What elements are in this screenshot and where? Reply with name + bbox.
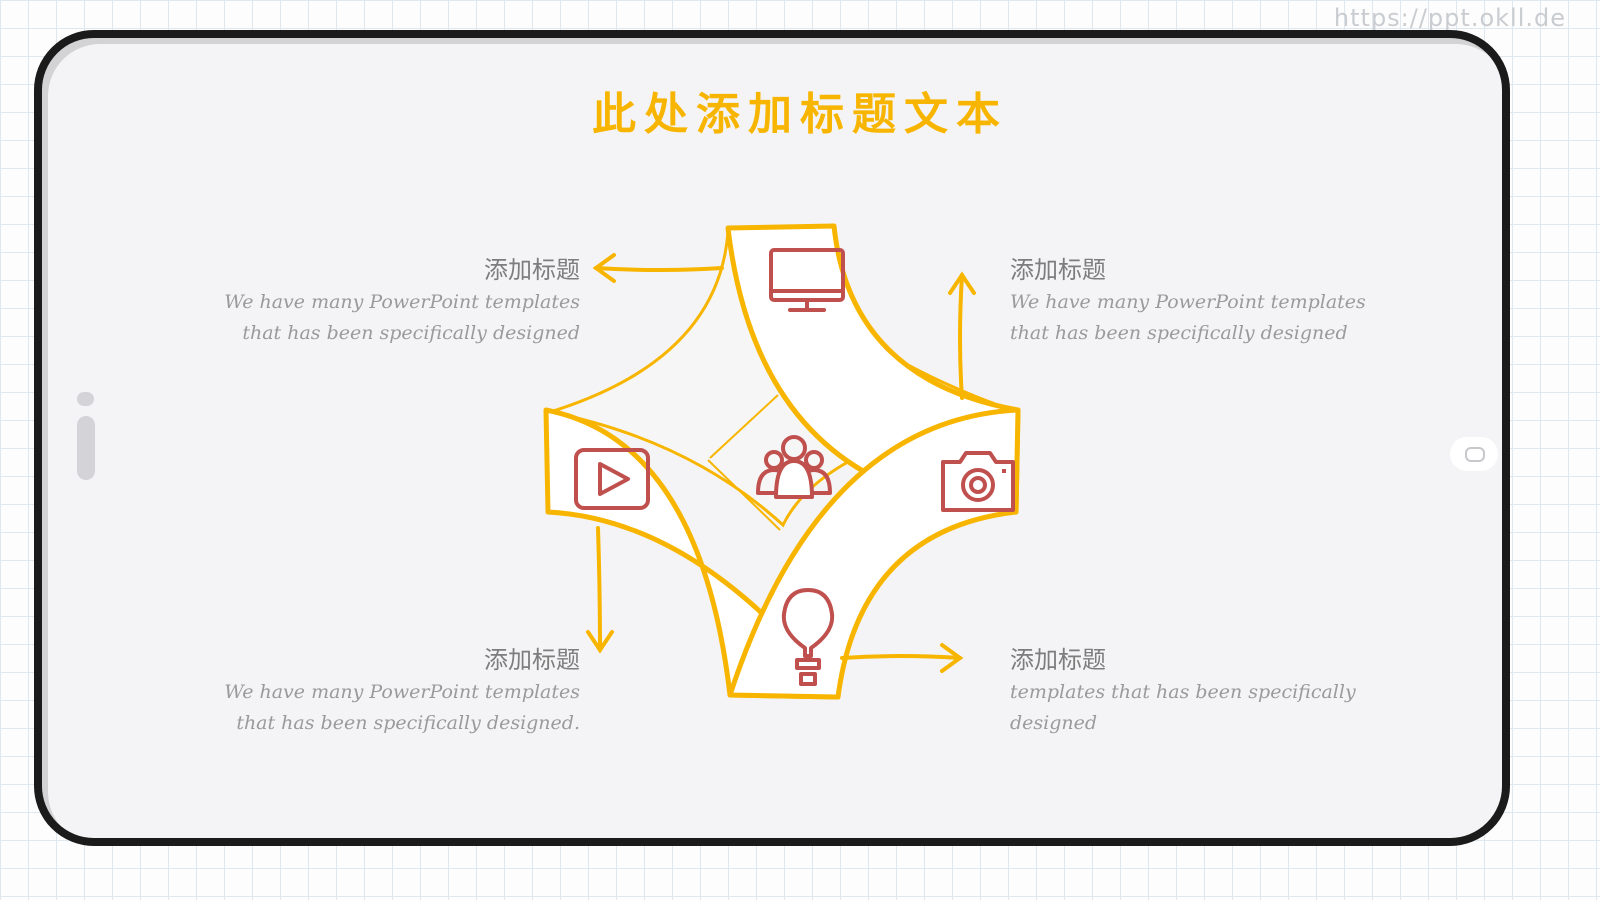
item-heading: 添加标题 [484,256,580,284]
item-bottom-right: 添加标题 templates that has been specificall… [1010,640,1410,739]
arrow-top-left [592,253,724,283]
home-button[interactable] [1450,437,1498,471]
item-bottom-left: 添加标题 We have many PowerPoint templates t… [180,640,580,739]
item-top-left: 添加标题 We have many PowerPoint templates t… [180,250,580,349]
watermark: https://ppt.okll.de [1333,4,1566,32]
item-body: We have many PowerPoint templates that h… [1010,291,1366,344]
play-icon [574,448,650,510]
team-icon [756,435,832,499]
item-heading: 添加标题 [484,646,580,674]
item-body: We have many PowerPoint templates that h… [224,291,580,344]
arrow-bottom-right [840,643,964,673]
item-body: templates that has been specifically des… [1010,681,1356,734]
item-heading: 添加标题 [1010,256,1106,284]
item-heading: 添加标题 [1010,646,1106,674]
tablet-camera-dot [77,392,94,406]
tablet-side-bar [77,416,95,480]
lightbulb-icon [781,588,835,686]
item-top-right: 添加标题 We have many PowerPoint templates t… [1010,250,1410,349]
arrow-top-right [948,271,976,400]
monitor-icon [769,248,845,312]
item-body: We have many PowerPoint templates that h… [224,681,580,734]
camera-icon [941,451,1015,512]
arrow-bottom-left [586,526,614,654]
slide-title: 此处添加标题文本 [592,89,1008,140]
band-bottom-right [727,407,1021,700]
